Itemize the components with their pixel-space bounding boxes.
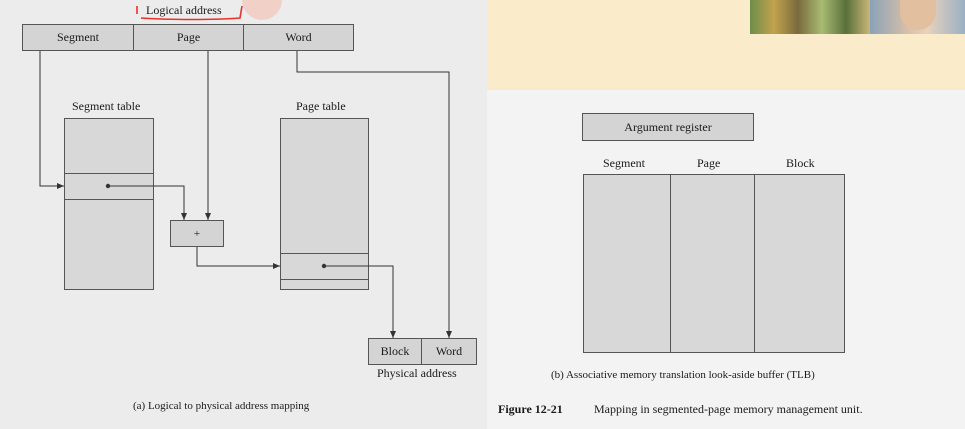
red-underline-annotation <box>136 5 243 21</box>
argument-register: Argument register <box>582 113 754 141</box>
word-arrow <box>296 51 452 338</box>
adder-to-page-table-line <box>196 247 280 269</box>
logical-address-label: Logical address <box>146 3 222 17</box>
tlb-column-page: Page <box>697 156 721 170</box>
segment-table <box>64 118 154 290</box>
physical-block-field: Block <box>368 338 422 365</box>
adder-box: + <box>170 220 224 247</box>
caption-a: (a) Logical to physical address mapping <box>133 400 310 412</box>
physical-address-label: Physical address <box>377 366 457 380</box>
webcam-background <box>750 0 870 34</box>
red-cursor-dot <box>242 0 282 20</box>
tlb-divider-1 <box>670 174 671 353</box>
tlb-divider-2 <box>754 174 755 353</box>
figure-title: Mapping in segmented-page memory managem… <box>594 402 863 416</box>
field-page: Page <box>133 24 244 51</box>
segment-arrow <box>39 51 64 189</box>
tlb-column-segment: Segment <box>603 156 645 170</box>
webcam-face <box>900 0 936 30</box>
tlb-table <box>583 174 845 353</box>
webcam-overlay <box>750 0 965 34</box>
page-table-to-block-line <box>324 265 396 338</box>
tlb-column-block: Block <box>786 156 815 170</box>
field-word: Word <box>243 24 354 51</box>
physical-word-field: Word <box>421 338 477 365</box>
field-segment: Segment <box>22 24 134 51</box>
segment-table-label: Segment table <box>72 99 141 113</box>
segment-to-adder-line <box>108 185 187 220</box>
figure-number: Figure 12-21 <box>498 402 563 416</box>
caption-b: (b) Associative memory translation look-… <box>551 369 815 381</box>
page-table-label: Page table <box>296 99 346 113</box>
